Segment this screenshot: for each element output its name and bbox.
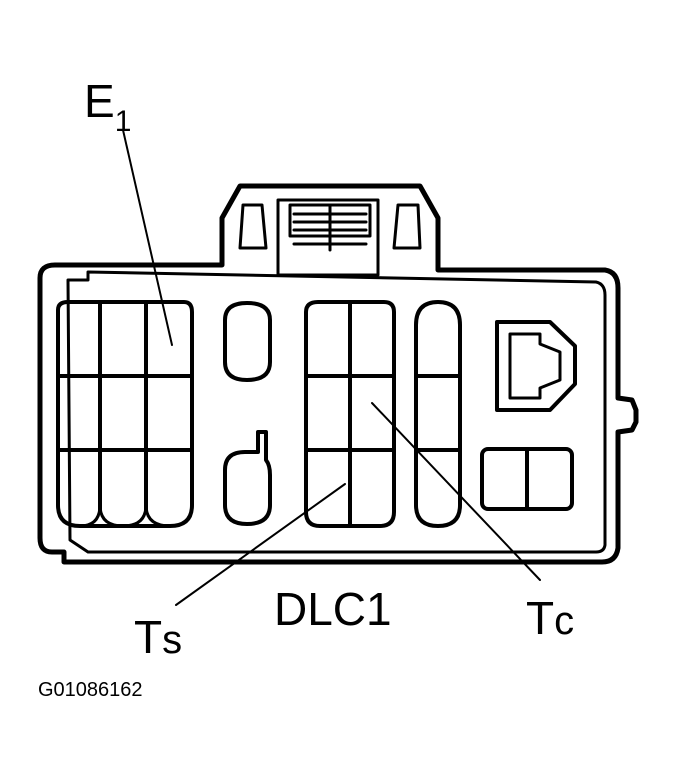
keyed-terminal [495,320,577,412]
ts-label-main: T [134,611,163,663]
latch [238,198,422,277]
ts-label-subscript: s [162,618,183,662]
cavity-upper-small [223,301,272,382]
figure-code: G01086162 [38,679,143,701]
right-cavity-column [414,300,462,528]
cavity-lower-small [223,430,272,526]
dlc1-label: DLC1 [274,583,392,635]
ts-label: Ts [134,614,182,660]
e1-leader-line [122,129,173,346]
e1-label-main: E [84,75,115,127]
ts-leader-line [175,483,346,606]
tc-leader-line [371,402,541,581]
e1-label: E1 [84,75,131,137]
tc-label-main: T [526,592,555,644]
left-cavity-block [56,300,194,528]
housing-inner-outline [66,270,607,554]
center-cavity-block [304,300,396,528]
tc-label-subscript: c [554,599,575,643]
connector-housing [37,183,639,565]
e1-label-subscript: 1 [114,105,132,138]
tc-label: Tc [526,595,574,641]
small-rect-cavities [480,447,574,511]
